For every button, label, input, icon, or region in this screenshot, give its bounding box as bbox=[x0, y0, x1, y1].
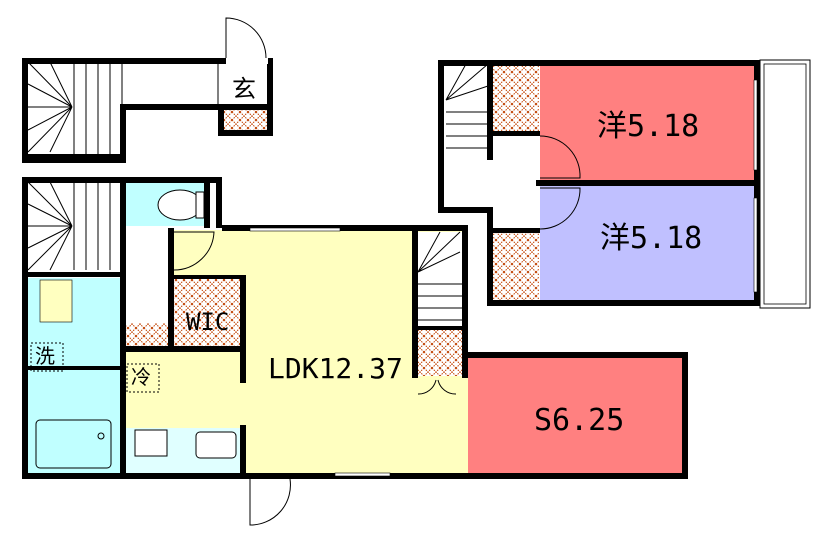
sink bbox=[195, 431, 237, 459]
closet-lower bbox=[493, 233, 539, 301]
wic-door[interactable] bbox=[173, 231, 215, 271]
bedroom-doors[interactable] bbox=[539, 135, 581, 230]
balcony bbox=[759, 59, 811, 309]
window-bottom bbox=[334, 472, 391, 477]
label-western-upper: 洋5.18 bbox=[597, 109, 699, 144]
label-entrance: 玄 bbox=[232, 75, 256, 103]
wic-room bbox=[174, 278, 242, 350]
window-top bbox=[249, 227, 341, 232]
western-room-lower bbox=[540, 186, 756, 301]
storage-door[interactable] bbox=[417, 379, 457, 395]
entrance-door[interactable] bbox=[225, 17, 267, 59]
stairs-upper-left bbox=[27, 61, 219, 157]
main-block: 洗 冷 WIC LDK12.37 bbox=[22, 177, 468, 526]
label-western-lower: 洋5.18 bbox=[600, 221, 702, 256]
storage-stair bbox=[418, 330, 462, 376]
label-wic: WIC bbox=[186, 308, 229, 336]
label-washer: 洗 bbox=[35, 344, 55, 368]
service-room: S6.25 bbox=[465, 352, 688, 479]
stove bbox=[134, 429, 168, 457]
stairs-main bbox=[27, 181, 462, 321]
right-block: 洋5.18 洋5.18 bbox=[438, 59, 811, 309]
western-room-upper bbox=[540, 63, 756, 183]
rear-door[interactable] bbox=[249, 478, 291, 526]
label-fridge: 冷 bbox=[131, 365, 151, 389]
label-ldk: LDK12.37 bbox=[268, 352, 403, 385]
label-service-room: S6.25 bbox=[534, 403, 624, 438]
closet-upper bbox=[493, 63, 539, 131]
storage-small bbox=[126, 323, 170, 350]
upper-stair-block: 玄 bbox=[22, 17, 273, 163]
vanity bbox=[39, 279, 73, 323]
shoe-storage bbox=[222, 108, 270, 133]
